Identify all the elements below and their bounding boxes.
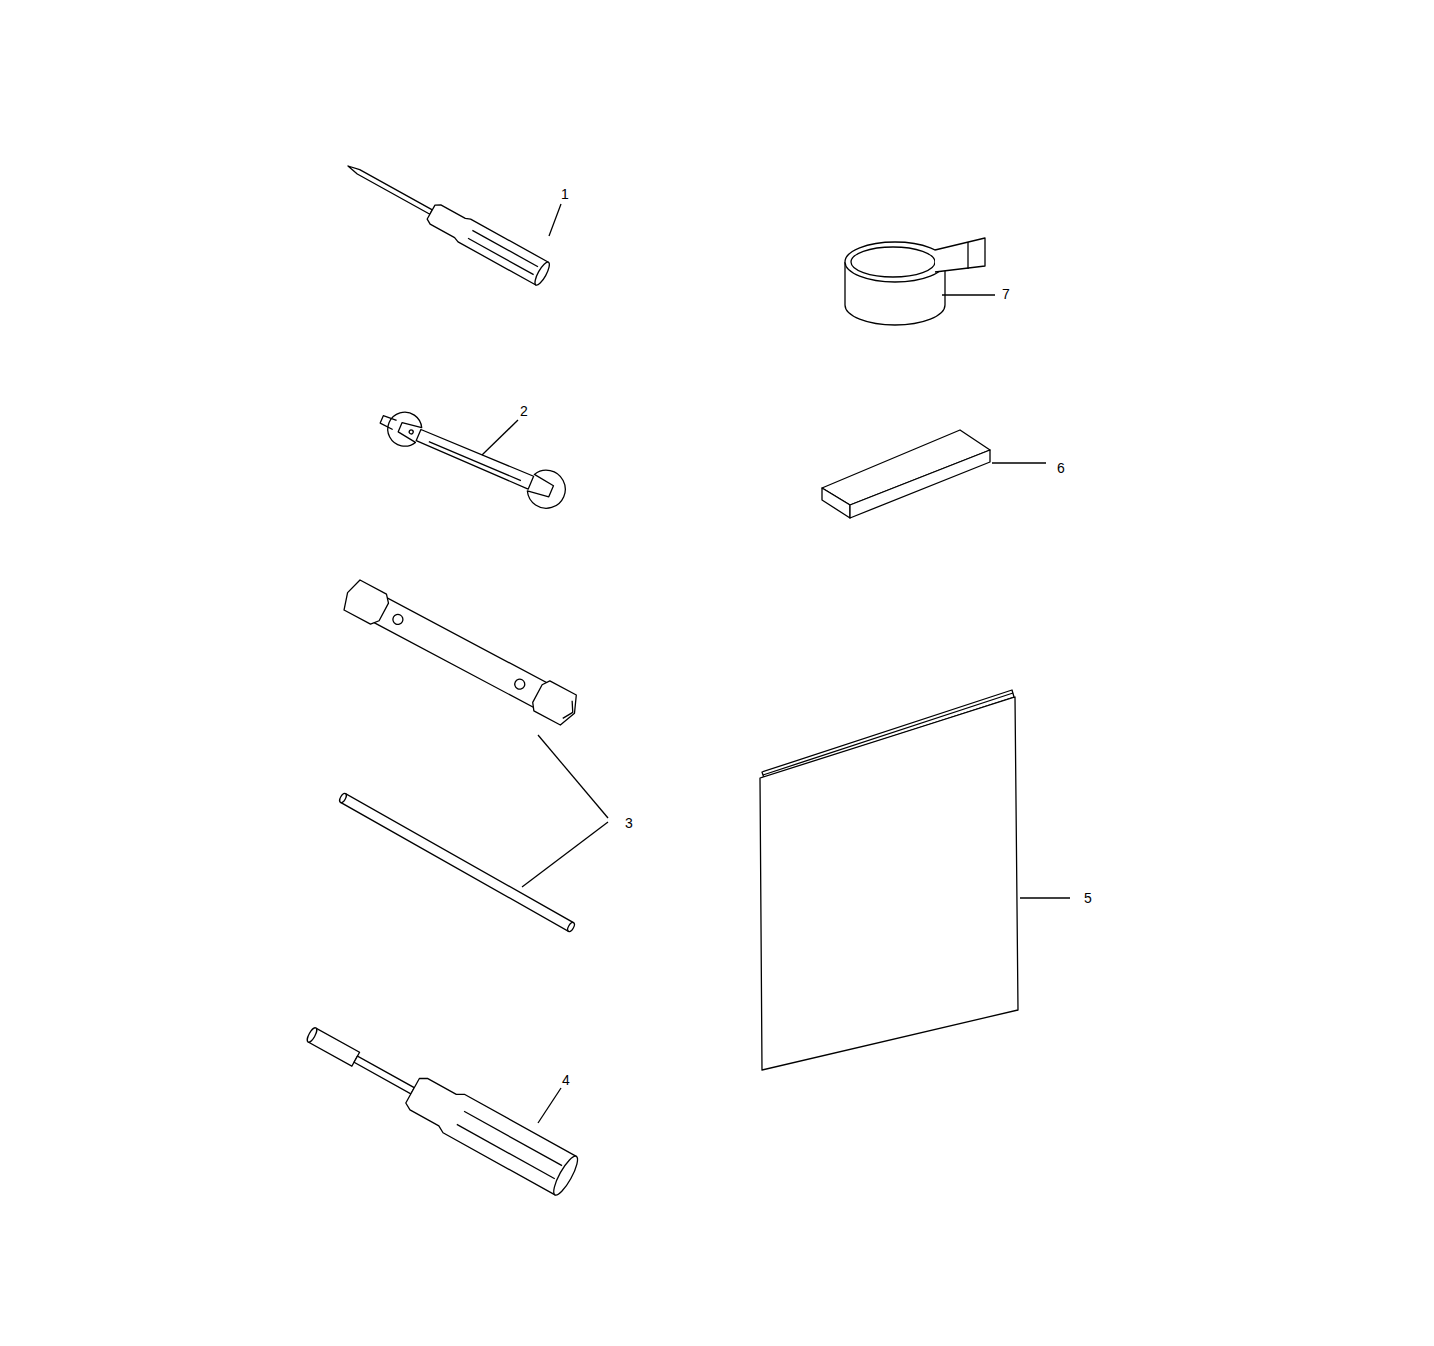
leader-line [538,735,608,818]
callout-number: 7 [1002,287,1010,301]
callout-number: 3 [625,816,633,830]
callout-number: 2 [520,404,528,418]
leader-line [942,294,995,295]
leader-line [992,462,1046,463]
screwdriver [342,155,552,287]
leader-line [482,420,518,455]
wrench [374,402,571,514]
leader-line [522,822,608,887]
tommy-bar [338,792,575,932]
callout-number: 1 [561,187,569,201]
tape-roll [845,238,985,325]
nut-driver [299,1014,582,1197]
box-spanner [340,578,583,729]
leader-line [1020,897,1070,898]
manual [760,690,1018,1070]
leader-line [538,1088,561,1123]
leader-line [549,204,561,236]
block [822,430,990,518]
callout-number: 5 [1084,891,1092,905]
callout-number: 6 [1057,461,1065,475]
callout-number: 4 [562,1073,570,1087]
